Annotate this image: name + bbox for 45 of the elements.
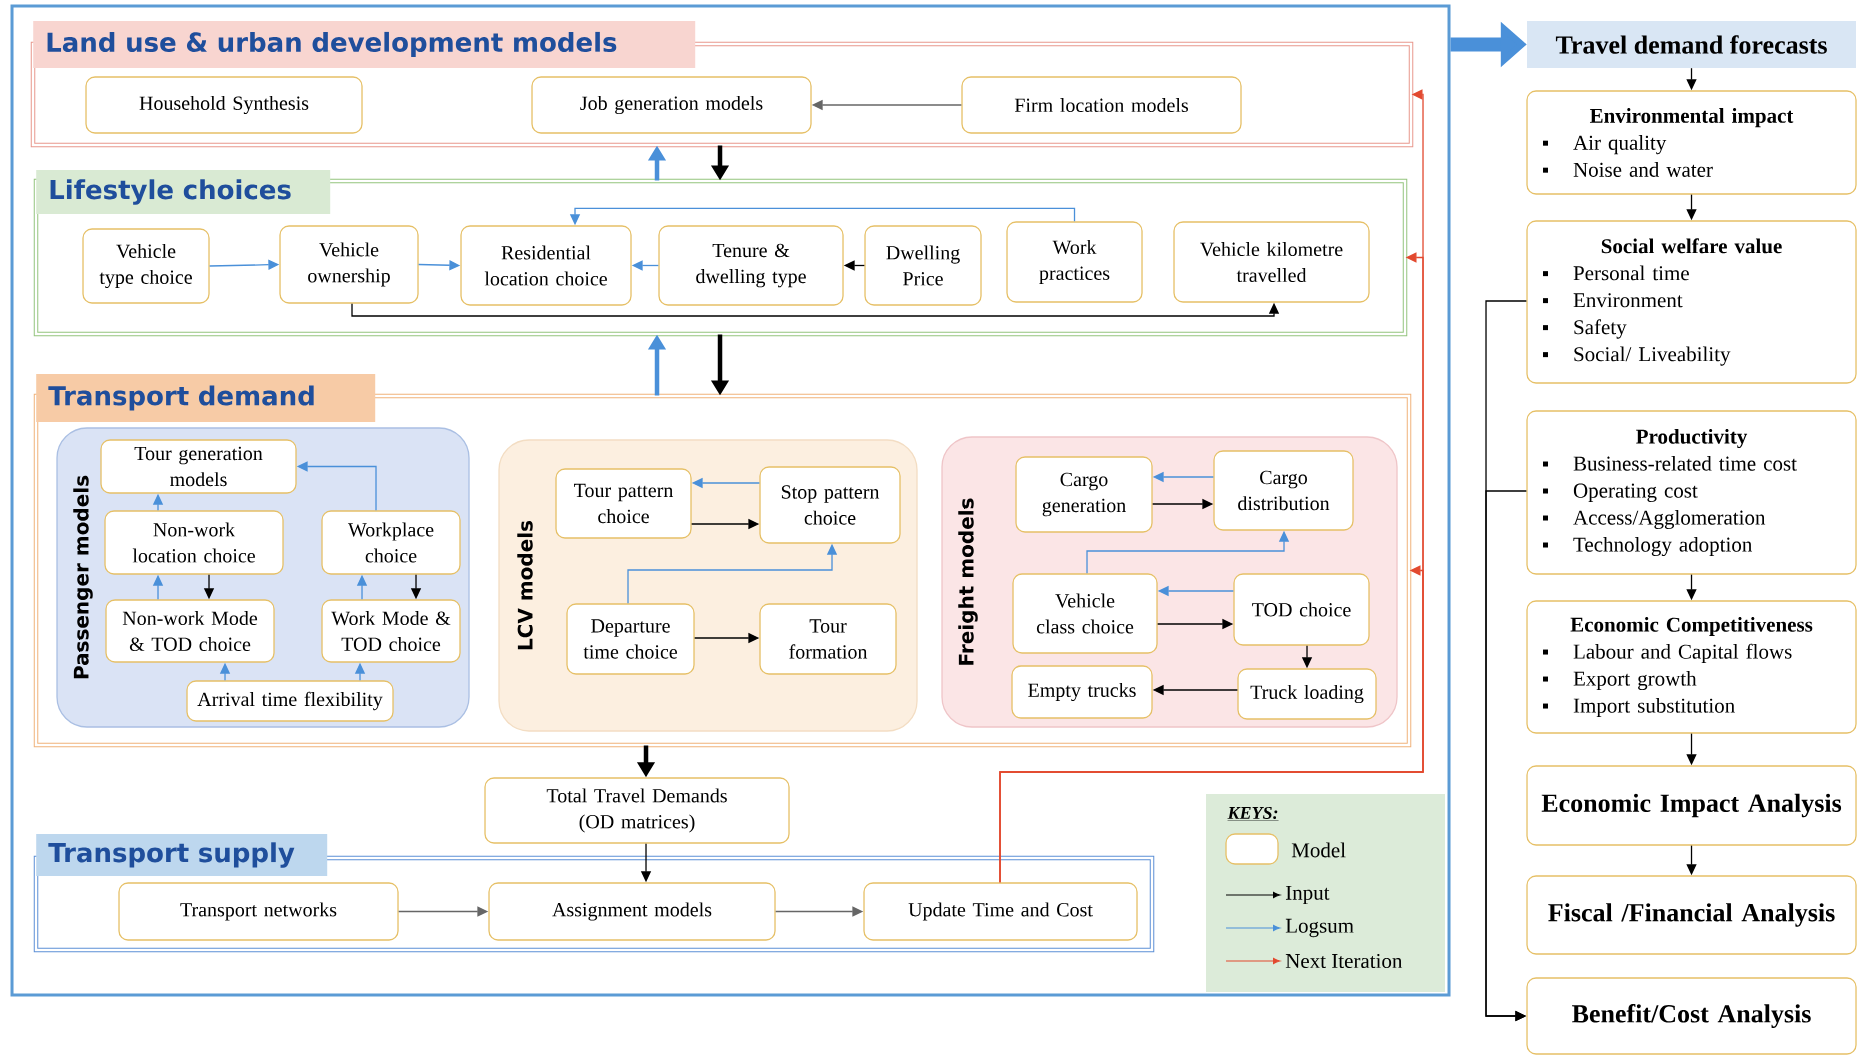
legend-title: KEYS: xyxy=(1227,806,1279,821)
frame xyxy=(10,4,1451,997)
model-box: Stop pattern choice xyxy=(759,466,901,544)
model-box: Truck loading xyxy=(1237,668,1377,720)
analysis-box: Fiscal /Financial Analysis xyxy=(1526,875,1857,955)
model-box: Household Synthesis xyxy=(85,76,363,134)
legend-item: Model xyxy=(1225,833,1346,865)
model-box: Work Mode & TOD choice xyxy=(321,599,461,663)
info-box: Productivity Business-related time cost Operating cost Access/Agglomeration Technology adoption xyxy=(1526,410,1857,575)
model-box: Workplace choice xyxy=(321,510,461,575)
model-box: Cargo generation xyxy=(1015,456,1153,533)
model-box: Transport networks xyxy=(118,882,399,941)
model-box: Work practices xyxy=(1006,221,1143,303)
model-box: Departure time choice xyxy=(566,603,695,675)
model-box: Non-work location choice xyxy=(104,510,284,575)
model-box: Non-work Mode & TOD choice xyxy=(105,599,275,663)
model-box: Tour formation xyxy=(759,603,897,675)
legend-item: Input xyxy=(1225,885,1330,905)
analysis-box: Economic Impact Analysis xyxy=(1526,765,1857,846)
info-box: Social welfare value Personal time Environment Safety Social/ Liveability xyxy=(1526,220,1857,384)
model-box: TOD choice xyxy=(1233,573,1370,646)
model-box: Vehicle kilometre travelled xyxy=(1173,221,1370,303)
model-box: Tenure & dwelling type xyxy=(658,225,844,306)
model-box: Dwelling Price xyxy=(864,225,982,306)
heading-box: Travel demand forecasts xyxy=(1527,21,1856,68)
model-box: Total Travel Demands (OD matrices) xyxy=(484,777,790,844)
model-box: Residential location choice xyxy=(460,225,632,306)
model-box: Tour generation models xyxy=(100,439,297,494)
model-box: Vehicle class choice xyxy=(1012,573,1158,654)
info-box: Environmental impact Air quality Noise and water xyxy=(1526,90,1857,195)
model-box: Empty trucks xyxy=(1011,665,1153,719)
model-box: Vehicle type choice xyxy=(82,228,210,304)
model-box: Vehicle ownership xyxy=(279,225,419,304)
model-box: Assignment models xyxy=(488,882,776,941)
legend-item: Logsum xyxy=(1225,918,1354,938)
arrow xyxy=(999,565,1424,883)
model-box: Update Time and Cost xyxy=(863,882,1138,941)
model-box: Cargo distribution xyxy=(1213,450,1354,531)
info-box: Economic Competitiveness Labour and Capital flows Export growth Import substitution xyxy=(1526,600,1857,734)
analysis-box: Benefit/Cost Analysis xyxy=(1526,977,1857,1055)
model-box: Firm location models xyxy=(961,76,1242,134)
model-box: Arrival time flexibility xyxy=(186,680,394,722)
model-box: Tour pattern choice xyxy=(555,468,692,539)
model-box: Job generation models xyxy=(531,76,812,134)
legend-item: Next Iteration xyxy=(1225,953,1403,969)
